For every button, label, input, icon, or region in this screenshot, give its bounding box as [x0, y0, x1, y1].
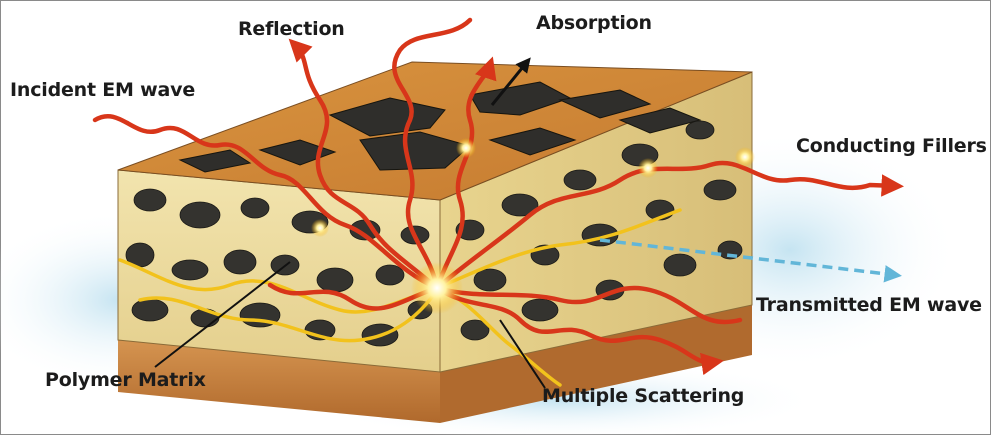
spark-front [311, 219, 329, 237]
label-polymer-matrix: Polymer Matrix [45, 369, 206, 391]
spark-top [456, 138, 476, 158]
label-conducting-fillers: Conducting Fillers [796, 135, 987, 157]
spark-edge [735, 147, 755, 167]
scattering-flash [411, 262, 463, 314]
label-reflection: Reflection [238, 18, 345, 40]
label-incident-wave: Incident EM wave [10, 79, 195, 101]
label-absorption: Absorption [536, 12, 652, 34]
label-transmitted-wave: Transmitted EM wave [756, 294, 982, 316]
label-multiple-scattering: Multiple Scattering [542, 385, 744, 407]
spark-side [638, 158, 658, 178]
